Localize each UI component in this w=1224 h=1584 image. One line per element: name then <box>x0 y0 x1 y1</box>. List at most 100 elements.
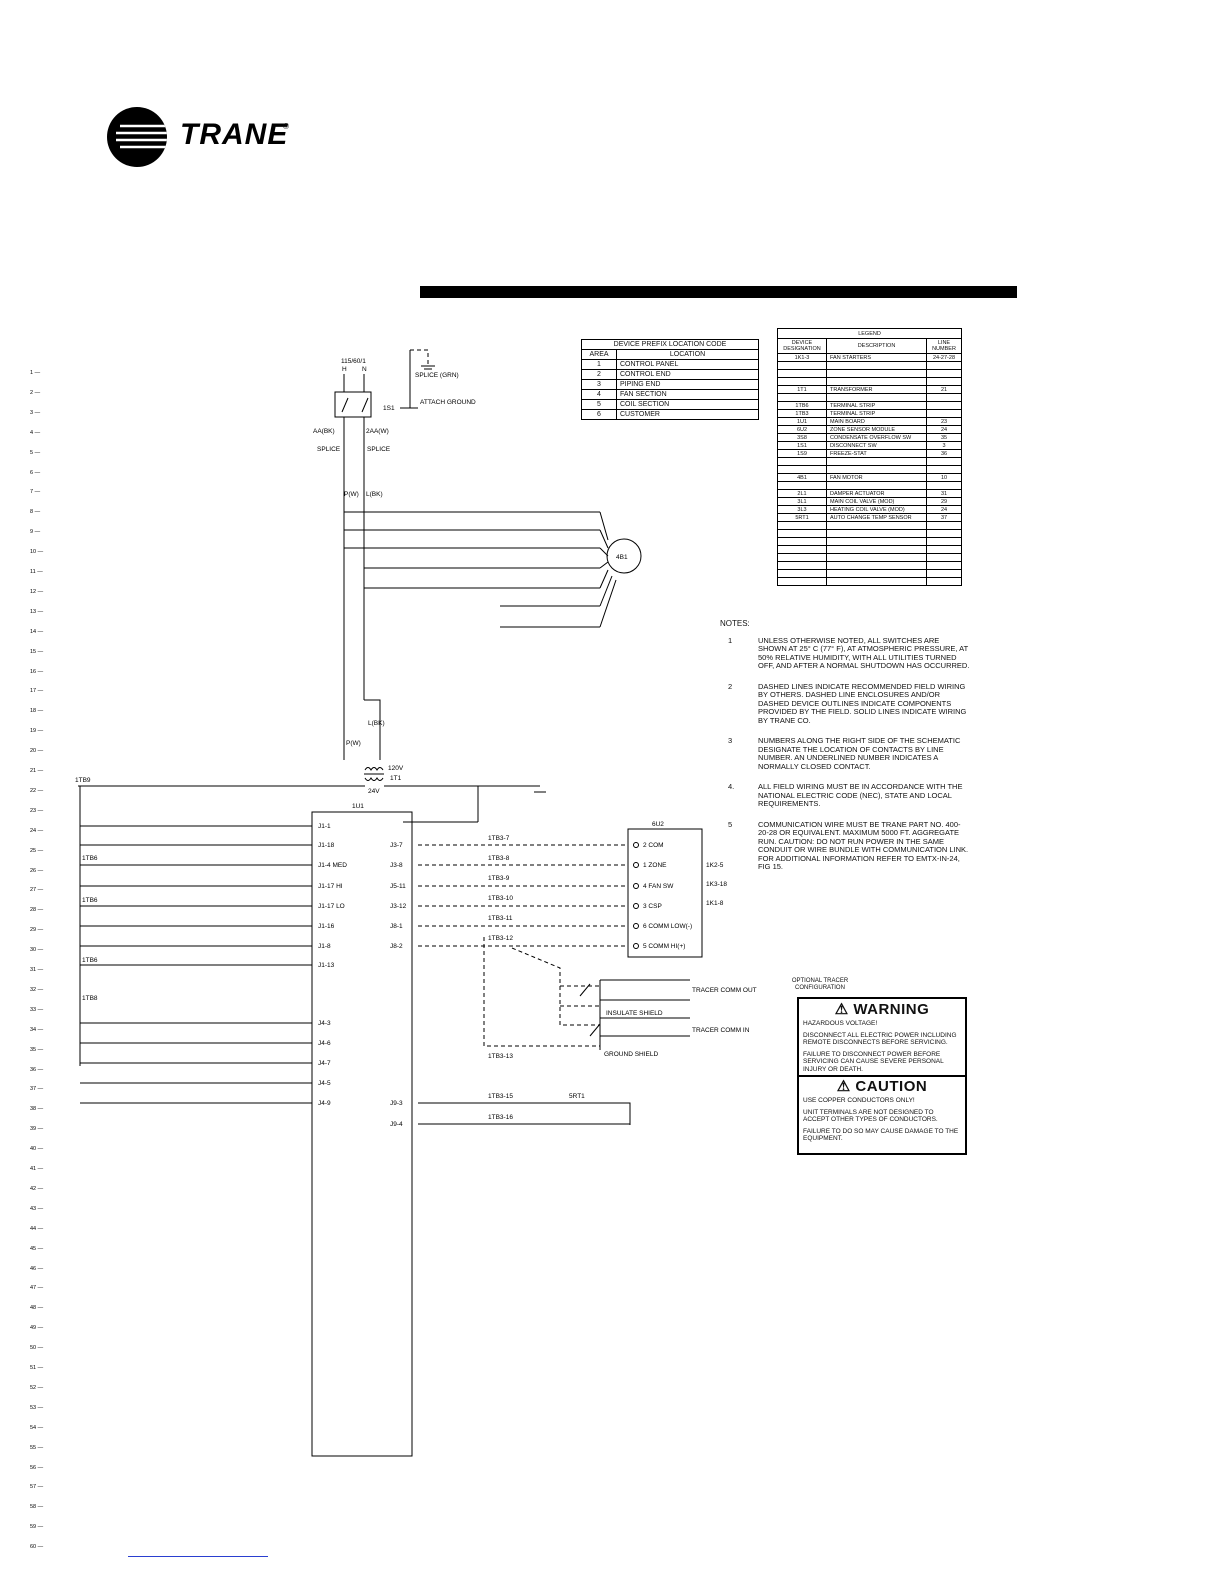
line-number: 47 — <box>30 1285 44 1292</box>
tb3-label: 1TB3-10 <box>488 895 513 902</box>
line-tick: — <box>36 748 44 755</box>
right-connector-label: J8-1 <box>390 923 403 930</box>
left-connector-label: J1-18 <box>318 842 335 849</box>
fan-motor <box>606 538 642 574</box>
left-connector-label: J1-13 <box>318 962 335 969</box>
line-number: 6 — <box>30 469 41 476</box>
line-number: 31 — <box>30 967 44 973</box>
line-number: 21 — <box>30 768 44 774</box>
right-connector-label: J9-3 <box>390 1100 403 1107</box>
line-tick: — <box>36 1345 44 1352</box>
line-number: 38 — <box>30 1106 44 1113</box>
tb3-label: 1TB3-15 <box>488 1093 513 1100</box>
splice-left-label: SPLICE <box>317 446 341 453</box>
line-number: 18 — <box>30 708 44 715</box>
tracer-comm-in-label: TRACER COMM IN <box>692 1027 750 1034</box>
page-footer-link[interactable] <box>128 1556 268 1557</box>
main-board-label: 1U1 <box>352 803 364 810</box>
line-number: 26 — <box>30 867 44 874</box>
left-connector-label: J4-3 <box>318 1020 331 1027</box>
trane-logo-icon <box>107 107 167 167</box>
line-tick: — <box>36 827 44 834</box>
line-tick: — <box>36 1384 44 1391</box>
prefix-row: 6 CUSTOMER <box>581 409 759 420</box>
line-tick: — <box>36 947 44 954</box>
note-number: 1 <box>728 635 733 645</box>
note-item: 3 Numbers along the right side of the sc… <box>720 736 970 771</box>
line-number: 44 — <box>30 1225 44 1232</box>
line-number: 3 — <box>30 409 41 416</box>
v24-label: 24V <box>368 788 380 795</box>
line-number: 43 — <box>30 1205 44 1212</box>
warning-divider <box>799 1075 965 1077</box>
tracer-comm-out-label: TRACER COMM OUT <box>692 987 757 994</box>
note-text: Unless otherwise noted, all switches are… <box>758 635 970 670</box>
line-tick: — <box>36 986 44 993</box>
line-number: 55 — <box>30 1444 44 1451</box>
tb3-label: 1TB3-11 <box>488 915 513 922</box>
brand-wordmark: TRANE <box>180 118 289 151</box>
line-tick: — <box>36 728 44 735</box>
line-number: 33 — <box>30 1006 44 1013</box>
insulate-shield-label: INSULATE SHIELD <box>606 1010 663 1017</box>
line-tick: — <box>33 389 41 396</box>
right-connector-label: J3-12 <box>390 903 407 910</box>
note-number: 3 <box>728 736 733 745</box>
line-number: 32 — <box>30 986 44 993</box>
right-connector-label: J3-7 <box>390 842 403 849</box>
wire-2aa-label: 2AA(W) <box>366 428 389 435</box>
warning-subtitle: HAZARDOUS VOLTAGE! <box>803 1020 878 1027</box>
line-number: 2 — <box>30 389 41 396</box>
line-number: 4 — <box>30 429 41 436</box>
attach-ground-label: ATTACH GROUND <box>420 399 476 406</box>
line-number: 53 — <box>30 1404 44 1411</box>
line-number: 13 — <box>30 608 44 615</box>
zone-terminal-label: 6 COMM LOW(-) <box>643 923 692 930</box>
line-number: 57 — <box>30 1484 44 1491</box>
line-number: 48 — <box>30 1305 44 1312</box>
disconnect-switch: 1S1 <box>334 374 395 418</box>
terminal-circle-icon <box>633 842 639 848</box>
wire-pw-lower: P(W) <box>346 740 361 747</box>
caution-title: CAUTION <box>855 1078 928 1095</box>
line-tick: — <box>36 1285 44 1292</box>
right-connector-label: J9-4 <box>390 1121 403 1128</box>
relay-ref-1: 1K2-5 <box>706 862 724 869</box>
line-tick: — <box>36 648 44 655</box>
line-tick: — <box>36 1524 44 1531</box>
line-tick: — <box>36 1146 44 1153</box>
line-number: 30 — <box>30 947 44 954</box>
line-number: 14 — <box>30 628 44 635</box>
zone-sensor-label: 6U2 <box>652 821 664 828</box>
left-connector-label: J4-6 <box>318 1040 331 1047</box>
board-right-connections: J3-7J3-8J5-11J3-12J8-1J8-2J9-3J9-41TB3-7… <box>390 835 628 1128</box>
line-tick: — <box>36 1026 44 1033</box>
warning-caution-box: ⚠ WARNING HAZARDOUS VOLTAGE! Disconnect … <box>797 997 967 1155</box>
warning-title: WARNING <box>853 1001 930 1018</box>
caution-heading: ⚠ CAUTION <box>799 1079 965 1095</box>
line-number: 29 — <box>30 927 44 934</box>
line-tick: — <box>36 1424 44 1431</box>
line-tick: — <box>33 469 41 476</box>
line-tick: — <box>33 409 41 416</box>
splice-grn-label: SPLICE (GRN) <box>415 372 459 379</box>
line-tick: — <box>36 1205 44 1212</box>
left-connector-label: J4-7 <box>318 1060 331 1067</box>
line-number: 11 — <box>30 569 43 575</box>
legend-row: 6U2 ZONE SENSOR MODULE 24 <box>777 425 962 434</box>
tb3-label: 1TB3-8 <box>488 855 510 862</box>
line-number: 58 — <box>30 1504 44 1511</box>
line-number: 40 — <box>30 1146 44 1153</box>
title-rule <box>420 286 1017 298</box>
line-number: 42 — <box>30 1185 44 1192</box>
warning-triangle-icon: ⚠ <box>834 1001 849 1018</box>
line-tick: — <box>36 847 44 854</box>
line-tick: — <box>36 807 44 814</box>
neutral-label: N <box>362 366 367 373</box>
relay-ref-3: 1K1-8 <box>706 900 724 907</box>
left-connector-label: J1-17 HI <box>318 883 343 890</box>
line-tick: — <box>36 608 44 615</box>
line-tick: — <box>36 1305 44 1312</box>
line-number: 25 — <box>30 847 44 854</box>
